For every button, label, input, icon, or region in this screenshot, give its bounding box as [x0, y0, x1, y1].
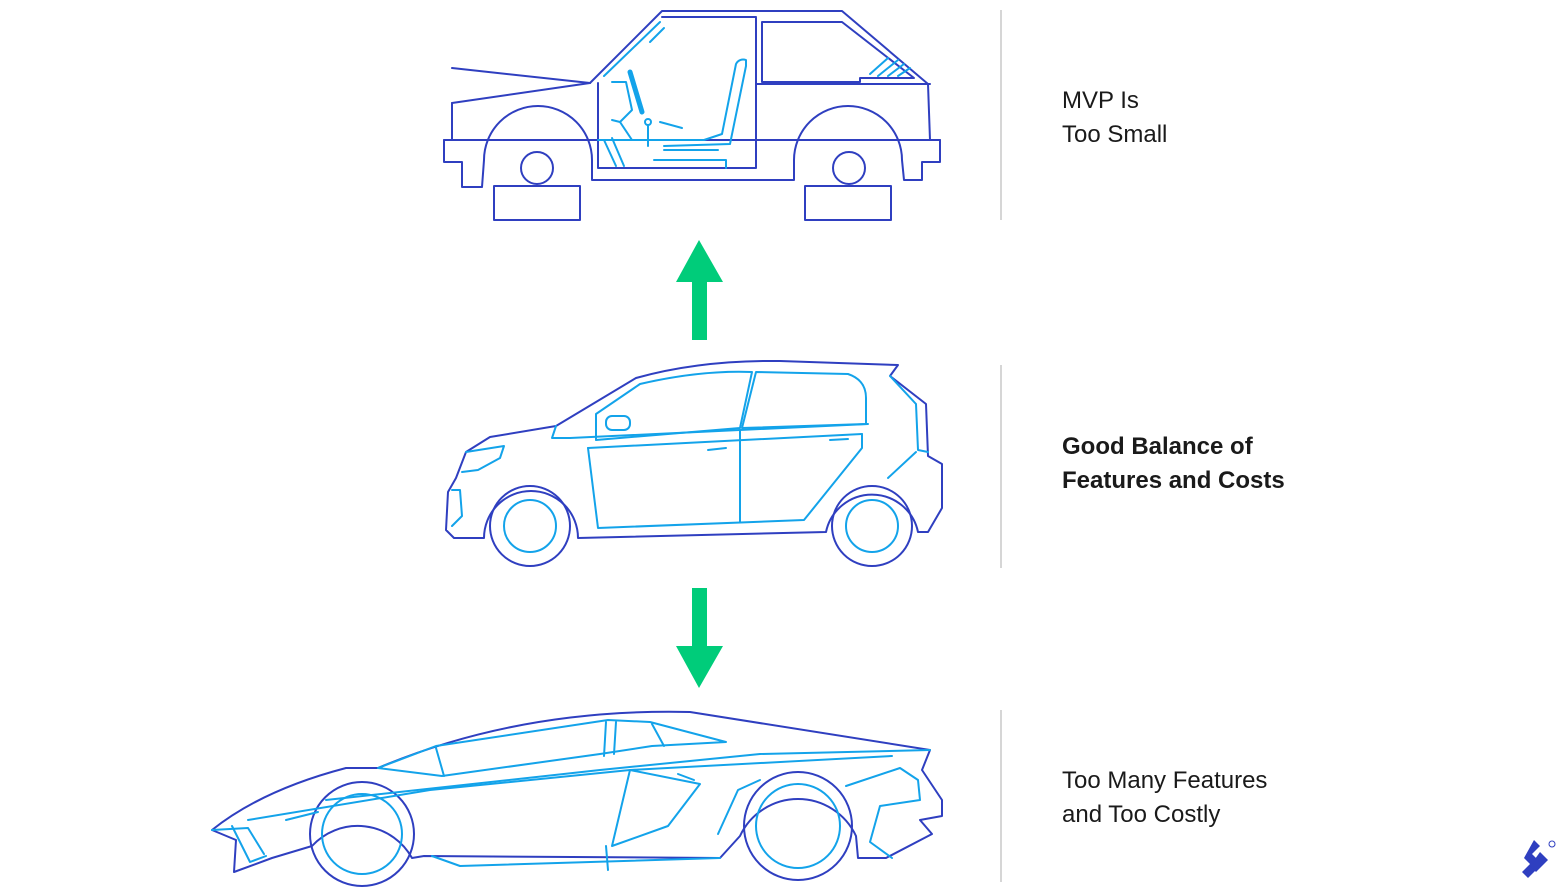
label-line: MVP Is [1062, 87, 1139, 114]
divider-top [1000, 10, 1002, 220]
label-mvp-too-small: MVP Is Too Small [1062, 84, 1167, 152]
label-line: and Too Costly [1062, 801, 1221, 828]
arrow-down [676, 588, 723, 688]
divider-bottom [1000, 710, 1002, 882]
balanced-car-illustration [445, 359, 943, 567]
label-line: Too Small [1062, 121, 1168, 148]
label-line: Too Many Features [1062, 767, 1268, 794]
label-line: Good Balance of [1062, 433, 1253, 460]
divider-middle [1000, 365, 1002, 568]
label-good-balance: Good Balance of Features and Costs [1062, 430, 1285, 498]
label-too-many-features: Too Many Features and Too Costly [1062, 764, 1267, 832]
mvp-car-illustration [443, 10, 941, 221]
costly-car-illustration [211, 710, 943, 887]
arrow-up [676, 240, 723, 340]
label-line: Features and Costs [1062, 467, 1285, 494]
brand-logo-icon [1522, 840, 1556, 878]
